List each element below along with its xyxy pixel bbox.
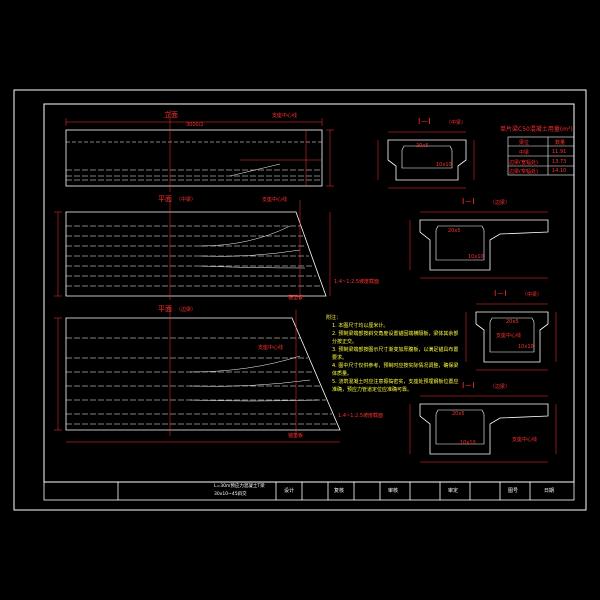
section-3-title: I－I [494,289,507,298]
note-item-3: 3. 预制梁端部按图示尺寸渐变加厚腹板，以满足锚具布置要求。 [332,347,459,361]
title-block-project-line1: L=30m预应力混凝土T梁 [214,484,265,489]
section-3-dim1: 20x5 [506,319,519,325]
note-item-4: 4. 图中尺寸仅供参考，预制时应按实际情况调整，确保梁体质量。 [332,363,459,377]
notes-heading: 附注： [326,315,342,321]
section-3-sub: （中梁） [522,292,543,298]
section-4-dim1: 20x5 [452,411,465,417]
plan-mid-mark-label: 锚垫板 [288,295,304,301]
section-3-center-label: 支座中心线 [496,333,522,339]
elevation-dim: 3000/2 [186,122,204,128]
section-1-sub: （中梁） [446,120,467,126]
section-4-title: I－I [462,381,475,390]
title-block [43,481,575,501]
quantity-row-1-value: 13.73 [552,159,567,165]
outer-frame [13,89,587,511]
quantity-table-title: 单片梁C50混凝土用量(m³) [500,126,573,133]
note-item-5: 5. 浇筑混凝土时应注意振捣密实，支座处预埋钢板位置应准确，预应力管道定位应准确… [332,379,459,393]
plan-side-mark-label: 锚垫板 [288,433,304,439]
title-block-project-line2: 30x10~45斜交 [214,492,247,497]
section-2-dim2: 10x10 [468,254,484,260]
quantity-table-header-1: 数量 [555,140,566,146]
title-block-cell-4: 图号 [508,488,519,494]
section-2-sub: （边梁） [490,200,511,206]
quantity-row-0-name: 中梁 [519,150,530,156]
plan-side-title: 平面 [158,305,172,313]
plan-side-view [54,306,341,443]
section-3-dim2: 10x10 [518,344,534,350]
elevation-view [65,110,334,192]
notes-block: 附注： 1. 本图尺寸均以厘米计。 2. 预制梁端部按斜交角度设置锚固端横隔板，… [326,314,460,394]
title-block-cell-3: 审定 [448,488,459,494]
section-2-dim1: 20x5 [448,228,461,234]
title-block-cell-0: 设计 [284,488,295,494]
section-2 [409,211,549,279]
plan-mid-sub: （中梁） [176,197,197,203]
section-4-dim2: 10x10 [460,440,476,446]
quantity-row-0-value: 11.91 [552,149,567,155]
section-4-sub: （边梁） [490,384,511,390]
plan-mid-title: 平面 [158,195,172,203]
plan-side-slope-label: 1:4~1:2.5坡度截面 [338,413,384,419]
quantity-row-1-name: 边梁(宽幅处) [509,160,538,166]
section-2-title: I－I [462,197,475,206]
note-item-2: 2. 预制梁端部按斜交角度设置锚固端横隔板，梁体其余部分按正交。 [332,331,459,345]
section-1-title: I－I [418,117,431,126]
plan-side-sub: （边梁） [176,307,197,313]
elevation-center-label: 支座中心线 [272,113,298,119]
section-1 [377,131,475,189]
plan-side-center-label: 支座中心线 [258,345,284,351]
section-1-dim2: 10x10 [436,162,452,168]
quantity-table-header-0: 梁位 [519,140,530,146]
title-block-cell-1: 复核 [334,488,345,494]
plan-mid-center-label: 支座中心线 [262,197,288,203]
section-1-dim1: 20x5 [416,143,429,149]
elevation-title: 立面 [164,111,178,119]
plan-mid-slope-label: 1:4~1:2.5坡度截面 [334,279,380,285]
section-4-center-label: 支座中心线 [512,437,538,443]
section-4 [409,395,557,463]
plan-mid-view [54,200,331,300]
note-item-1: 1. 本图尺寸均以厘米计。 [332,323,389,329]
quantity-row-2-value: 14.10 [552,168,567,174]
title-block-cell-2: 审核 [388,488,399,494]
title-block-cell-5: 日期 [544,488,555,494]
quantity-table-grid [507,136,575,176]
quantity-row-2-name: 边梁(窄幅处) [509,169,538,175]
section-3 [465,303,557,371]
